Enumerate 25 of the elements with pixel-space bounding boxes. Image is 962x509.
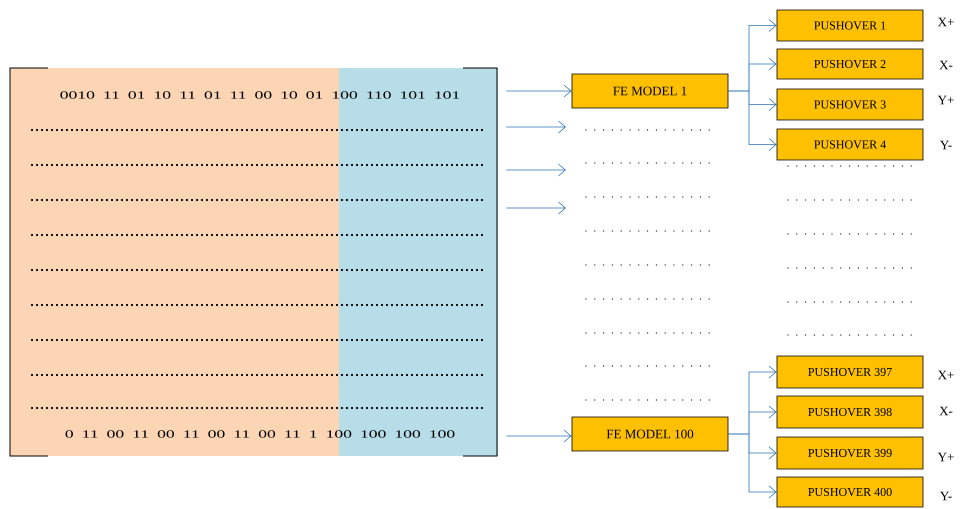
model-box: FE MODEL 100 <box>572 416 728 452</box>
direction-label: X+ <box>938 370 954 380</box>
direction-label: Y+ <box>938 452 954 462</box>
direction-label: X- <box>939 60 952 70</box>
direction-label: X+ <box>938 18 954 26</box>
direction-label: Y+ <box>938 96 954 104</box>
arrow <box>506 120 566 134</box>
arrow <box>506 202 566 214</box>
pushover-box: PUSHOVER 3 <box>776 88 924 120</box>
pushover-box: PUSHOVER 4 <box>776 128 924 160</box>
pushover-box: PUSHOVER 399 <box>776 436 924 470</box>
pushover-box: PUSHOVER 2 <box>776 48 924 80</box>
arrow <box>506 84 572 98</box>
arrow <box>728 90 777 151</box>
pushover-box: PUSHOVER 400 <box>776 476 924 508</box>
model-box: FE MODEL 1 <box>572 74 728 108</box>
arrow <box>506 430 572 442</box>
arrow <box>728 434 777 498</box>
arrow <box>506 164 566 176</box>
pushover-box: PUSHOVER 398 <box>776 396 924 428</box>
pushover-box: PUSHOVER 397 <box>776 356 924 388</box>
direction-label: Y- <box>940 140 952 150</box>
direction-label: Y- <box>940 492 952 500</box>
direction-label: X- <box>939 406 952 416</box>
pushover-box: PUSHOVER 1 <box>776 10 924 42</box>
